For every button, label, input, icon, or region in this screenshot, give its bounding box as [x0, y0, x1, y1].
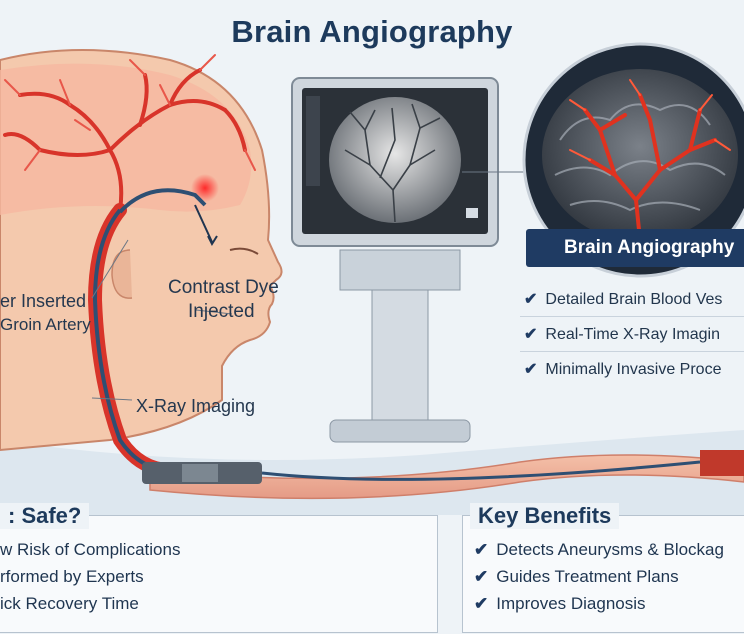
safety-panel	[0, 515, 438, 633]
leader-contrast	[195, 309, 233, 315]
check-icon: ✔	[524, 326, 538, 343]
benefits-title: Key Benefits	[470, 503, 620, 529]
benefit-label: Improves Diagnosis	[496, 594, 646, 613]
leader-catheter	[91, 239, 129, 299]
safety-item: rformed by Experts	[0, 567, 144, 586]
dye-glow	[191, 174, 219, 202]
feature-item: ✔ Real-Time X-Ray Imagin	[524, 324, 720, 344]
feature-label: Detailed Brain Blood Ves	[545, 291, 723, 308]
benefit-label: Guides Treatment Plans	[496, 567, 679, 586]
label-catheter-2: Groin Artery	[0, 315, 91, 334]
label-contrast-1: Contrast Dye	[168, 277, 279, 298]
brain-closeup	[522, 42, 744, 278]
label-xray: X-Ray Imaging	[136, 396, 256, 416]
divider	[520, 351, 744, 352]
check-icon: ✔	[474, 567, 489, 586]
benefit-label: Detects Aneurysms & Blockag	[496, 540, 724, 559]
label-contrast-2: Injected	[188, 301, 255, 322]
benefit-item: ✔ Improves Diagnosis	[474, 594, 646, 614]
patient-head	[0, 49, 283, 452]
divider	[520, 316, 744, 317]
check-icon: ✔	[524, 361, 538, 378]
check-icon: ✔	[474, 594, 489, 613]
check-icon: ✔	[474, 540, 489, 559]
safety-item: w Risk of Complications	[0, 540, 181, 559]
benefit-item: ✔ Guides Treatment Plans	[474, 567, 679, 587]
benefits-panel	[462, 515, 744, 633]
feature-item: ✔ Minimally Invasive Proce	[524, 359, 721, 379]
sheath-end	[700, 450, 744, 476]
safety-item: ick Recovery Time	[0, 594, 139, 613]
xray-scan-image	[329, 97, 461, 223]
feature-label: Minimally Invasive Proce	[545, 361, 722, 378]
safety-title: : Safe?	[0, 503, 90, 529]
label-catheter-1: er Inserted	[0, 291, 87, 311]
feature-item: ✔ Detailed Brain Blood Ves	[524, 289, 722, 309]
leader-xray	[91, 397, 133, 401]
xray-monitor	[291, 77, 528, 443]
benefit-item: ✔ Detects Aneurysms & Blockag	[474, 540, 724, 560]
catheter	[87, 188, 744, 500]
feature-label: Real-Time X-Ray Imagin	[545, 326, 720, 343]
brain-angiography-badge: Brain Angiography	[526, 229, 744, 267]
page-title: Brain Angiography	[231, 14, 513, 49]
check-icon: ✔	[524, 291, 538, 308]
